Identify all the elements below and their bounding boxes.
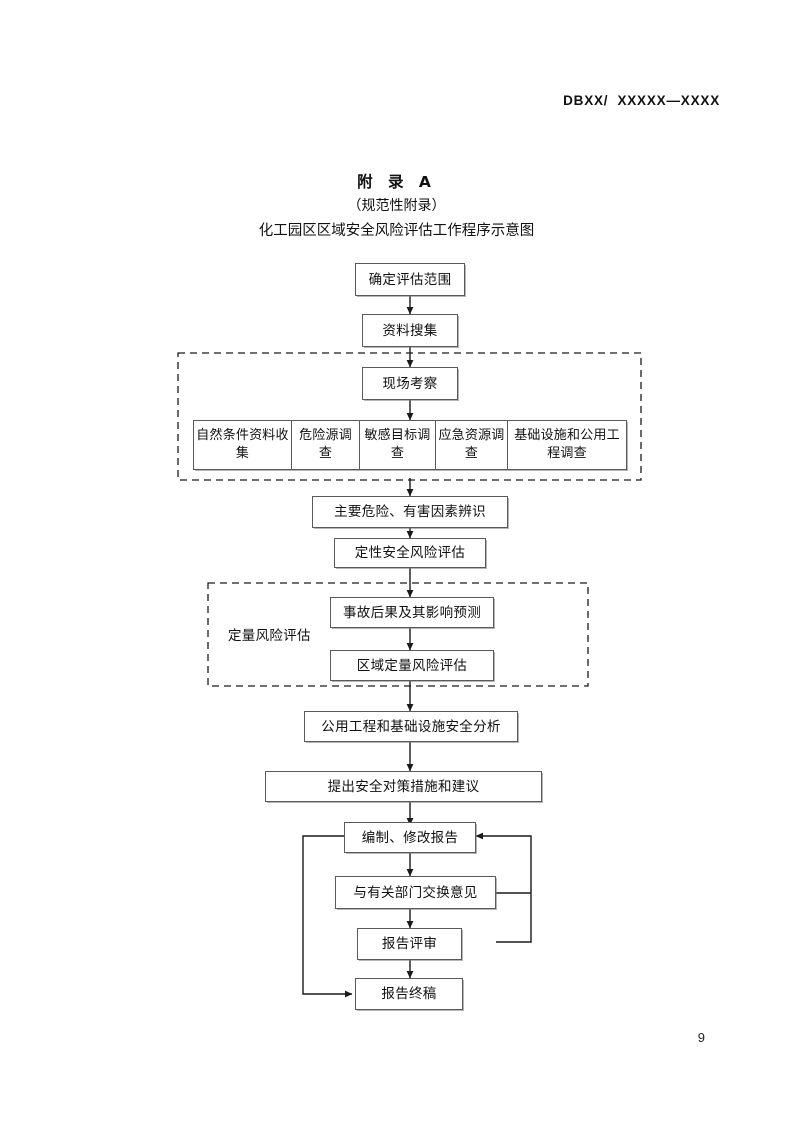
node-data-collection[interactable]: 资料搜集 bbox=[362, 314, 458, 347]
node-site-survey[interactable]: 现场考察 bbox=[362, 367, 458, 400]
group-label-quantitative-assessment: 定量风险评估 bbox=[228, 628, 311, 644]
node-consequence-prediction[interactable]: 事故后果及其影响预测 bbox=[330, 597, 494, 628]
node-scope[interactable]: 确定评估范围 bbox=[355, 263, 465, 296]
node-report-review[interactable]: 报告评审 bbox=[357, 928, 462, 960]
document-standard-code: DBXX/ XXXXX—XXXX bbox=[563, 93, 720, 108]
survey-cell-hazard-source[interactable]: 危险源调查 bbox=[292, 421, 360, 469]
node-department-exchange[interactable]: 与有关部门交换意见 bbox=[335, 876, 496, 909]
survey-cell-sensitive-target[interactable]: 敏感目标调查 bbox=[360, 421, 436, 469]
survey-cell-emergency-resources[interactable]: 应急资源调查 bbox=[436, 421, 508, 469]
survey-cell-infrastructure[interactable]: 基础设施和公用工程调查 bbox=[514, 428, 620, 461]
node-report-drafting[interactable]: 编制、修改报告 bbox=[344, 822, 476, 853]
node-regional-quantitative[interactable]: 区域定量风险评估 bbox=[330, 650, 494, 681]
node-utility-analysis[interactable]: 公用工程和基础设施安全分析 bbox=[304, 711, 518, 742]
node-final-report[interactable]: 报告终稿 bbox=[355, 978, 463, 1010]
appendix-normative-label: （规范性附录） bbox=[347, 198, 446, 214]
survey-items-row: 自然条件资料收集 危险源调查 敏感目标调查 应急资源调查 基础设施和公用工程调查 bbox=[193, 420, 627, 470]
survey-cell-natural-conditions[interactable]: 自然条件资料收集 bbox=[194, 421, 292, 469]
node-qualitative-assessment[interactable]: 定性安全风险评估 bbox=[334, 538, 486, 568]
appendix-heading: 附 录 A bbox=[357, 173, 436, 191]
node-hazard-identification[interactable]: 主要危险、有害因素辨识 bbox=[312, 496, 508, 528]
appendix-description: 化工园区区域安全风险评估工作程序示意图 bbox=[258, 223, 535, 239]
node-countermeasures[interactable]: 提出安全对策措施和建议 bbox=[265, 771, 542, 802]
appendix-title-block: 附 录 A （规范性附录） 化工园区区域安全风险评估工作程序示意图 bbox=[0, 170, 793, 244]
page-number: 9 bbox=[697, 1030, 705, 1045]
